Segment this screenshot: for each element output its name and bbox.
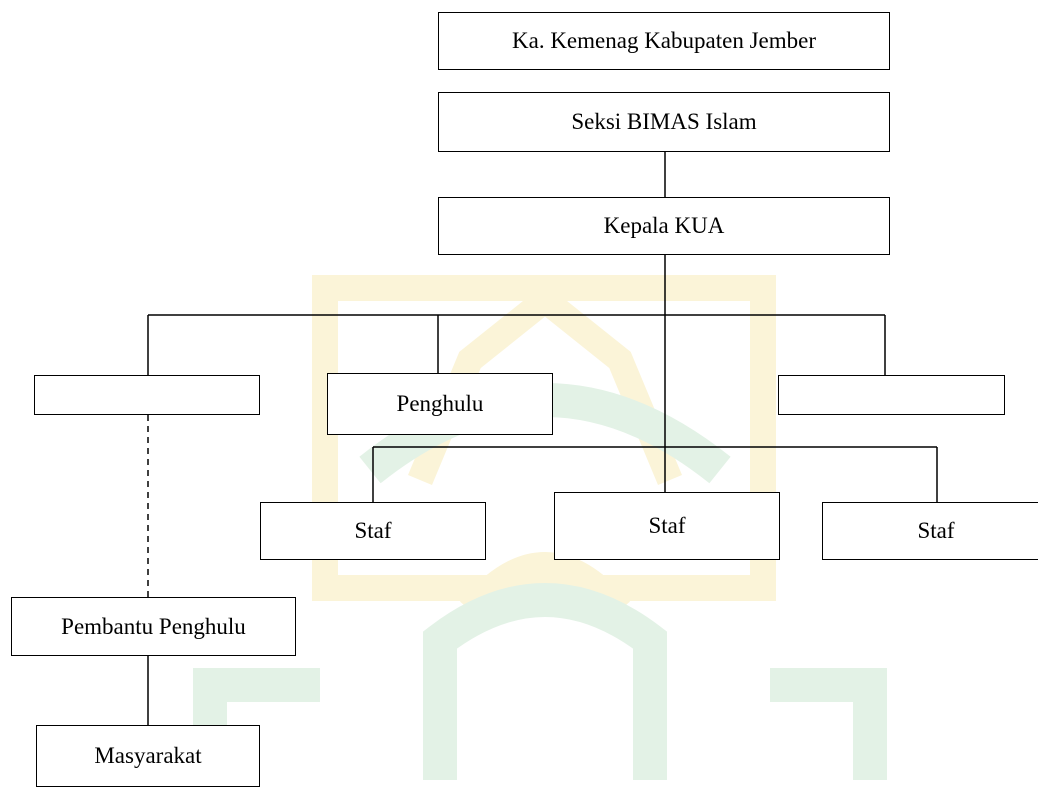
- node-pembantu-penghulu-label: Pembantu Penghulu: [61, 613, 246, 639]
- node-kemenag-label: Ka. Kemenag Kabupaten Jember: [512, 28, 816, 53]
- node-pembantu-penghulu: Pembantu Penghulu: [11, 597, 296, 656]
- node-kepala-kua: Kepala KUA: [438, 197, 890, 255]
- watermark-center-gate: [423, 583, 667, 780]
- node-right-empty: [778, 375, 1005, 415]
- node-staf-1: Staf: [260, 502, 486, 560]
- node-staf-3-label: Staf: [917, 518, 955, 543]
- node-staf-2-label: Staf: [648, 513, 686, 538]
- watermark-inner-arch: [460, 552, 630, 619]
- watermark-right-wall: [770, 668, 887, 780]
- node-kemenag: Ka. Kemenag Kabupaten Jember: [438, 12, 890, 70]
- node-penghulu-label: Penghulu: [396, 391, 484, 416]
- node-bimas-label: Seksi BIMAS Islam: [571, 109, 757, 134]
- node-masyarakat-label: Masyarakat: [94, 743, 202, 768]
- node-bimas: Seksi BIMAS Islam: [438, 92, 890, 152]
- node-staf-2: Staf: [554, 492, 780, 560]
- node-masyarakat: Masyarakat: [36, 725, 260, 787]
- node-penghulu: Penghulu: [327, 373, 553, 435]
- node-staf-1-label: Staf: [354, 518, 392, 543]
- node-staf-3: Staf: [822, 502, 1038, 560]
- node-left-empty: [34, 375, 260, 415]
- node-kepala-kua-label: Kepala KUA: [603, 213, 725, 238]
